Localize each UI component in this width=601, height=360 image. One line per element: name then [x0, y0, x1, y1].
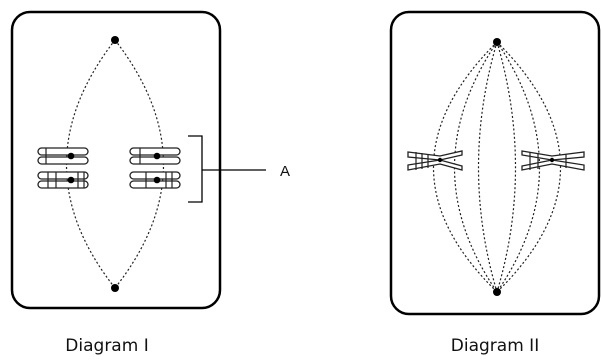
chromatid [37, 180, 89, 189]
diagram-1: A Diagram I [10, 10, 290, 356]
chromosome-group-right [129, 147, 181, 189]
bracket-a [188, 135, 203, 203]
chromosome-right [521, 150, 585, 171]
spindle-pole-top [111, 36, 119, 44]
label-a: A [280, 163, 290, 180]
centromere [549, 157, 555, 163]
cell-1-outline [10, 10, 222, 310]
spindle-fiber [496, 41, 540, 293]
diagram-2: Diagram II [389, 10, 601, 356]
chromosome-group-left [37, 147, 89, 189]
spindle-pole-top [493, 38, 501, 46]
spindle-pole-bottom [111, 284, 119, 292]
chromatid [37, 171, 89, 180]
spindle-pole-bottom [493, 288, 501, 296]
cell-2-outline [389, 10, 601, 316]
centromere [67, 152, 75, 160]
caption-diagram-1: Diagram I [65, 336, 148, 356]
chromatid [521, 150, 585, 161]
centromere [67, 176, 75, 184]
chromatid [37, 147, 89, 156]
caption-diagram-2: Diagram II [451, 336, 539, 356]
centromere [437, 157, 443, 163]
chromosome-left [407, 150, 463, 171]
spindle-fiber [477, 41, 498, 293]
chromatid [37, 156, 89, 165]
centromere [153, 152, 161, 160]
spindle-fiber [432, 41, 498, 293]
centromere [153, 176, 161, 184]
spindle-fiber [496, 41, 517, 293]
spindle-fiber [496, 41, 562, 293]
